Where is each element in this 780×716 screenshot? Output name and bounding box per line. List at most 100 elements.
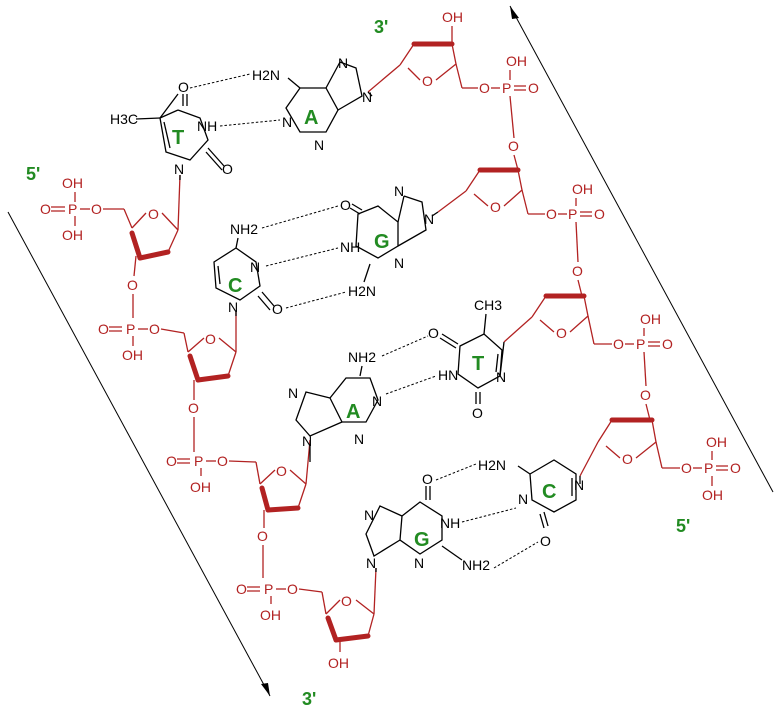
guanine-n7: N [364,507,374,523]
sugar-ring-oxygen: O [205,331,216,347]
cytosine-n1: N [228,299,238,315]
phosphate-o-ester: O [149,321,160,337]
guanine-n9: N [424,211,434,227]
guanine-o6: O [340,197,351,213]
cytosine-base: N N H2N O C [478,457,584,549]
hydrogen-bond [189,73,251,89]
cytosine-n3: N [250,259,260,275]
phosphate-oh: OH [122,347,143,363]
phosphate-group: O O P O OH [98,277,185,363]
guanine-n1h: NH [340,239,360,255]
phosphate-p: P [194,453,203,469]
phosphate-p: P [68,201,77,217]
guanine-n1h: NH [440,515,460,531]
phosphate-o-double: O [730,460,741,476]
phosphate-o-ester: O [681,460,692,476]
phosphate-o-double: O [662,336,673,352]
phosphate-o-double: O [236,581,247,597]
adenine-n1: N [282,114,292,130]
right-arrow-head [510,6,519,19]
adenine-n1: N [372,393,382,409]
deoxyribose-sugar: O [123,174,181,277]
hydrogen-bond [385,375,437,395]
guanine-base: N N NH N O NH2 G [364,471,490,573]
phosphate-o-double: O [98,321,109,337]
adenine-label: A [304,107,318,129]
thymine-n1: N [174,161,184,177]
thymine-n3h: HN [438,367,458,383]
guanine-n3: N [414,555,424,571]
phosphate-group: O P OH O OH [681,434,741,503]
adenine-n9: N [362,89,372,105]
phosphate-oh: OH [190,479,211,495]
adenine-base: N N N N H2N A [252,55,372,153]
phosphate-o-double: O [166,453,177,469]
adenine-n7: N [338,55,348,71]
phosphate-oh-bottom: OH [702,487,723,503]
sugar-ring-oxygen: O [556,325,567,341]
thymine-methyl: CH3 [474,297,502,313]
sugar-ring-oxygen: O [622,451,633,467]
thymine-label: T [472,353,484,375]
thymine-o4: O [178,79,189,95]
hydrogen-bond [265,247,339,267]
phosphate-oh-bottom: OH [62,227,83,243]
right-strand-3-prime-label: 3' [374,17,388,37]
phosphate-group: O O P O OH [236,528,323,623]
right-strand-5-prime-label: 5' [676,516,690,536]
phosphate-oh: OH [640,311,661,327]
sugar-ring-oxygen: O [490,199,501,215]
sugar-ring-oxygen: O [148,206,159,222]
phosphate-o-link: O [127,277,138,293]
cytosine-n3: N [518,491,528,507]
phosphate-o-ester: O [217,453,228,469]
base-pair-t-a-1: O NH O N H3C T N N N N H2N A [110,55,372,177]
phosphate-p: P [568,206,577,222]
hydrogen-bond [493,541,539,569]
direction-arrows [7,5,774,697]
phosphate-o-double: O [528,80,539,96]
phosphate-o-ester: O [479,80,490,96]
left-arrow-head [261,683,270,696]
deoxyribose-sugar: O OH [321,567,377,671]
guanine-nh2: NH2 [462,557,490,573]
left-strand-arrow [7,211,271,697]
hydrogen-bond [285,291,347,309]
base-pair-a-t-3: N N N N NH2 A O HN N O CH3 T [288,297,506,462]
deoxyribose-sugar: O [255,439,311,528]
thymine-n3h: NH [197,118,217,134]
thymine-methyl: H3C [110,111,138,127]
cytosine-label: C [228,275,242,297]
phosphate-o-link: O [257,528,268,544]
phosphate-group: OH O P O OH [40,175,124,243]
adenine-n9: N [302,433,312,449]
guanine-o6: O [422,471,433,487]
deoxyribose-sugar: O [503,293,612,345]
guanine-n7: N [394,183,404,199]
cytosine-base: N N NH2 O C [213,221,283,317]
phosphate-o-ester: O [613,336,624,352]
phosphate-p: P [636,336,645,352]
phosphate-o-double: O [594,206,605,222]
guanine-n9: N [366,555,376,571]
guanine-label: G [414,529,430,551]
deoxyribose-sugar: O [183,312,237,400]
hydrogen-bond [381,335,429,357]
sugar-3-prime-oh: OH [328,655,349,671]
deoxyribose-sugar: O [579,417,680,477]
phosphate-o-ester: O [546,206,557,222]
thymine-base: O HN N O CH3 T [428,297,506,421]
adenine-nh2: H2N [252,67,280,83]
left-strand-3-prime-label: 3' [302,689,316,709]
adenine-label: A [346,401,360,423]
adenine-nh2: NH2 [348,349,376,365]
phosphate-oh: OH [506,53,527,69]
base-pair-c-g-2: N N NH2 O C N N NH N O H2N G [213,183,434,317]
hydrogen-bond [461,507,517,523]
phosphate-oh: OH [572,181,593,197]
phosphate-o-link: O [572,263,583,279]
right-strand-arrow [509,5,774,493]
phosphate-p: P [502,80,511,96]
phosphate-oh: OH [260,607,281,623]
